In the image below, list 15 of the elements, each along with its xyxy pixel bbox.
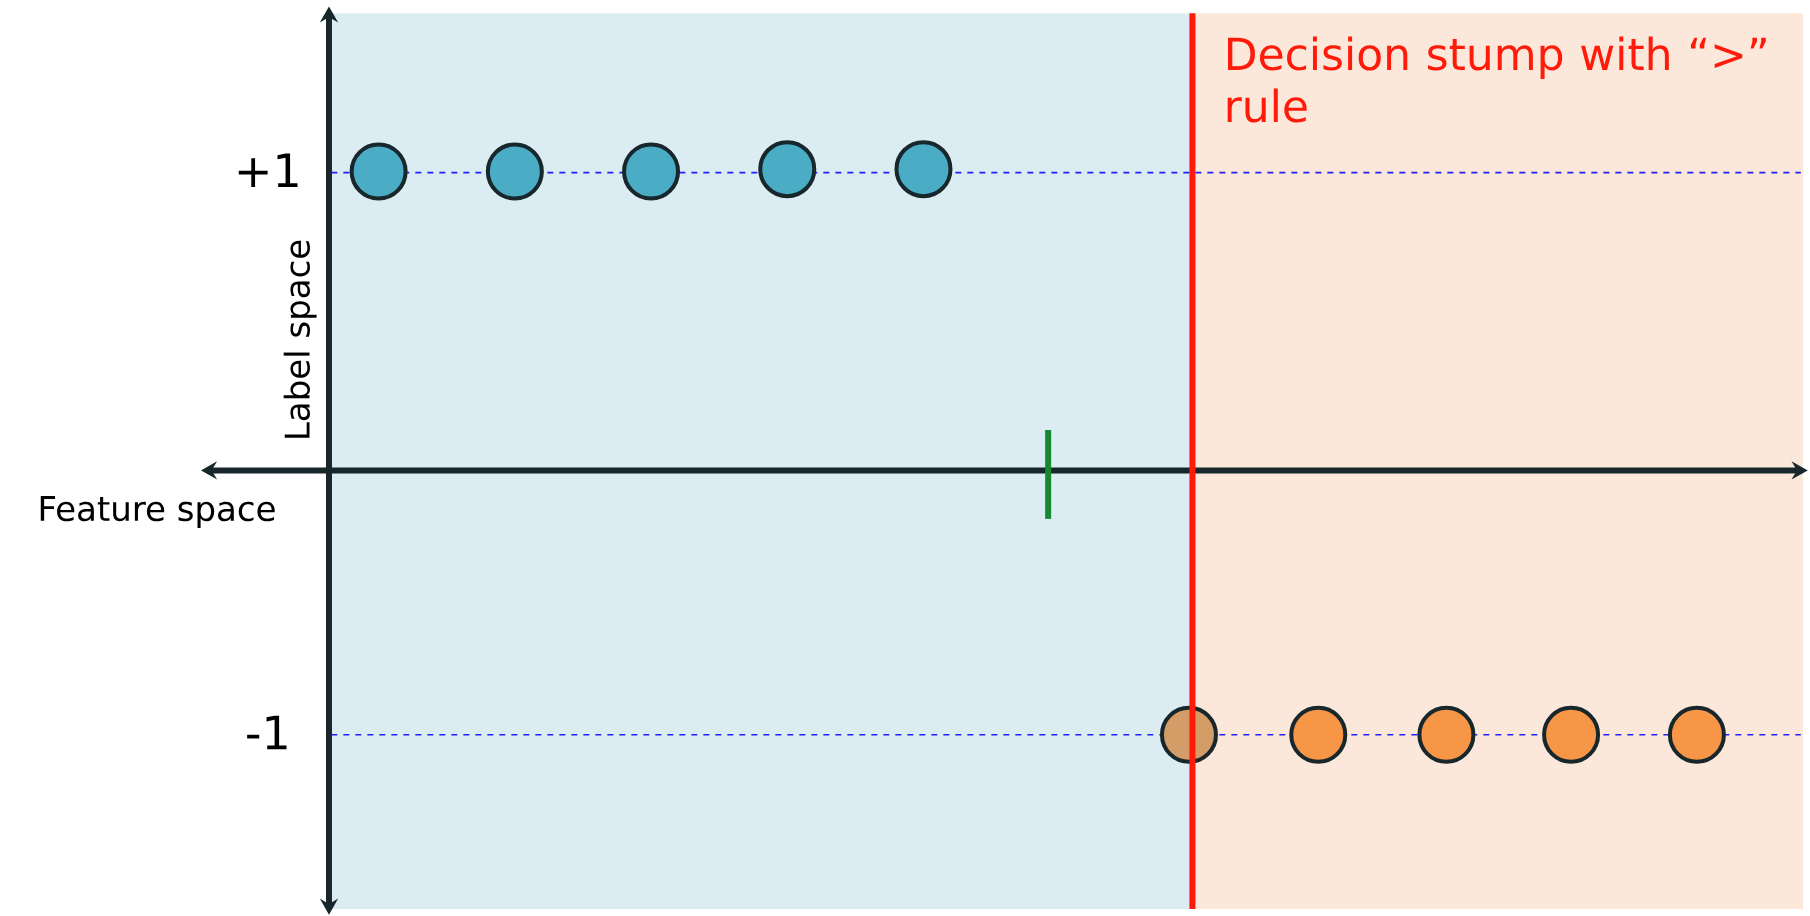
- data-point: [349, 142, 408, 201]
- data-point: [1417, 705, 1476, 764]
- data-point: [1289, 705, 1348, 764]
- data-point: [485, 142, 544, 201]
- data-point: [1542, 705, 1601, 764]
- data-point: [1667, 705, 1726, 764]
- rule-label: Decision stump with “>” rule: [1227, 36, 1766, 123]
- data-point: [622, 142, 681, 201]
- data-point: [894, 140, 953, 199]
- data-point: [1159, 705, 1218, 764]
- tick-label: +1: [238, 153, 298, 188]
- axis-label: Feature space: [40, 496, 275, 528]
- data-point: [758, 140, 817, 199]
- axis-label: Label space: [283, 240, 317, 438]
- tick-label: -1: [247, 715, 287, 750]
